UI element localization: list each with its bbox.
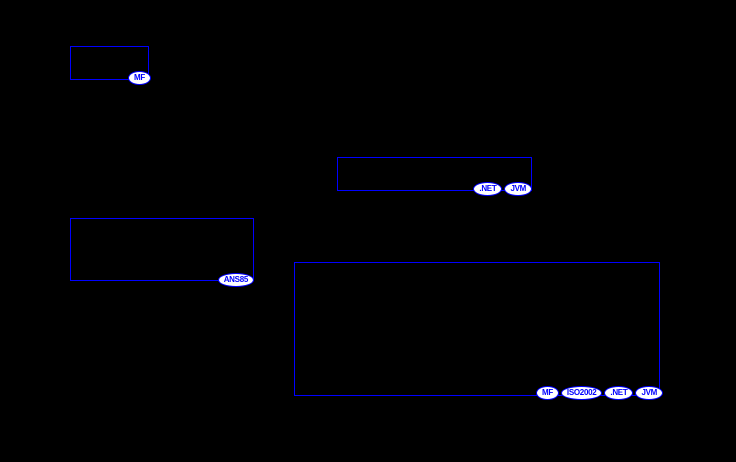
dialect-badge-jvm: JVM — [504, 182, 532, 196]
syntax-box-large: MF ISO2002 .NET JVM — [294, 262, 663, 400]
dialect-badge-dotnet: .NET — [604, 386, 634, 400]
dialect-badge-mf: MF — [535, 386, 559, 400]
dialect-badge-dotnet: .NET — [473, 182, 503, 196]
syntax-box-middle: .NET JVM — [337, 157, 532, 196]
dialect-badges: MF ISO2002 .NET JVM — [535, 386, 663, 400]
dialect-badges: .NET JVM — [473, 182, 532, 196]
syntax-box-left: ANS85 — [70, 218, 254, 287]
dialect-badge-ans85: ANS85 — [217, 273, 254, 287]
syntax-box-top-left: MF — [70, 46, 151, 85]
dialect-badge-iso2002: ISO2002 — [560, 386, 603, 400]
dialect-badge-mf: MF — [128, 71, 151, 85]
dialect-badge-jvm: JVM — [635, 386, 663, 400]
dialect-badges: ANS85 — [217, 273, 254, 287]
dialect-badges: MF — [128, 71, 151, 85]
